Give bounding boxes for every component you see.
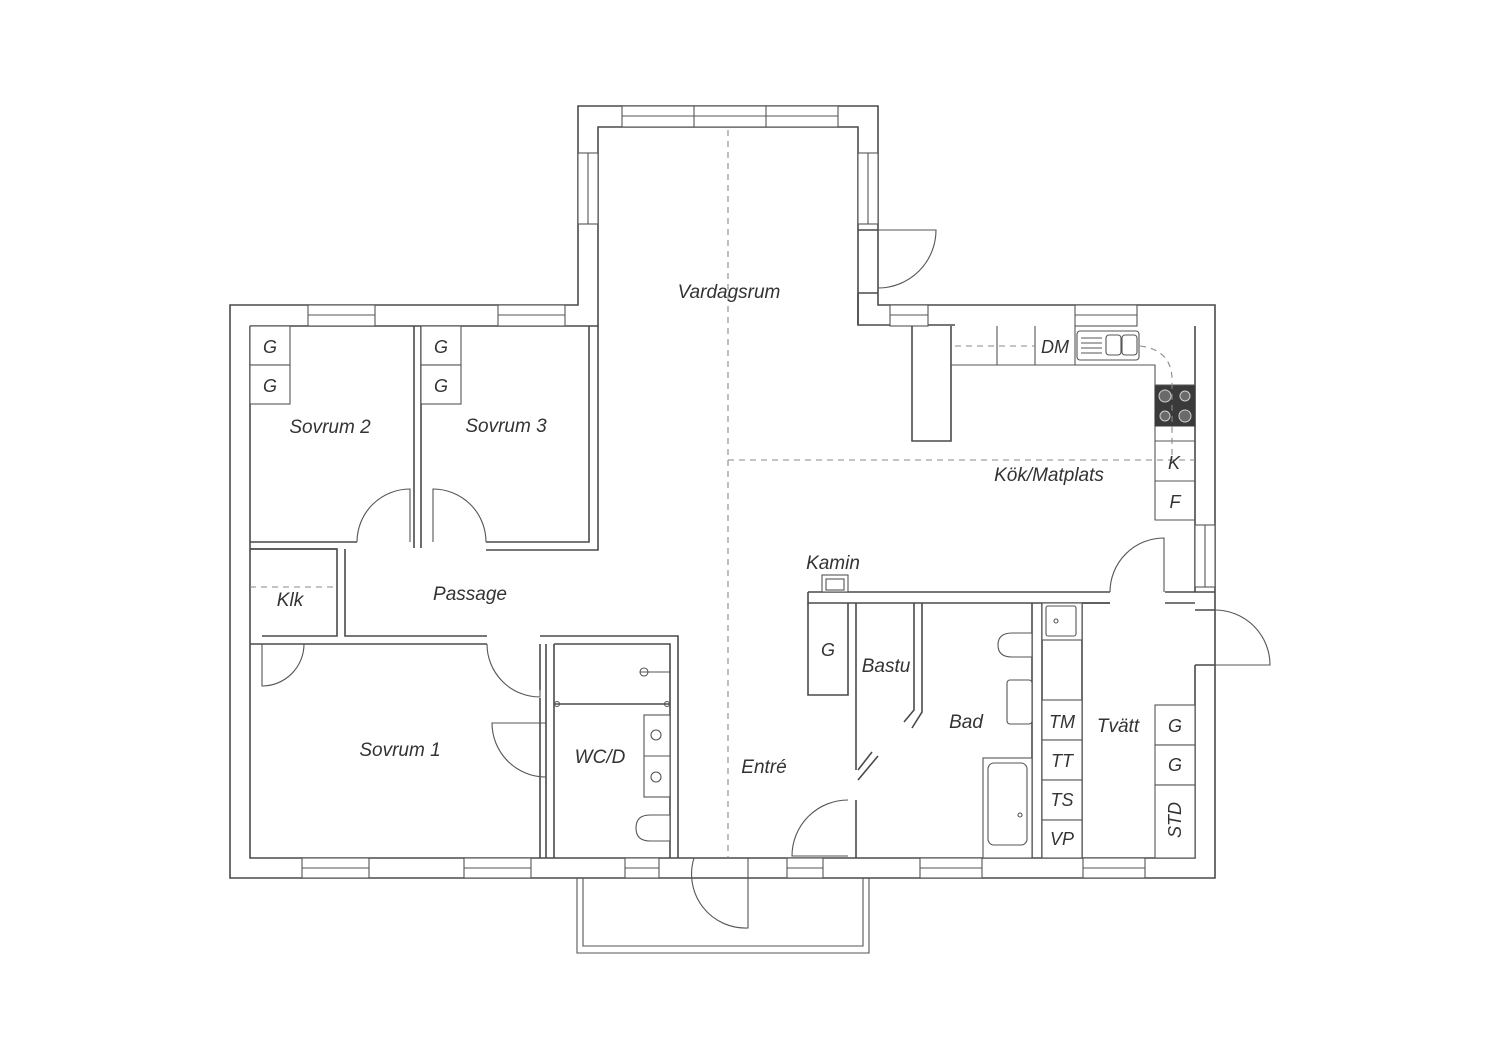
label-sovrum-1: Sovrum 1: [359, 740, 440, 761]
kamin-fireplace: [821, 574, 849, 593]
label-g-tvatt-b: G: [1168, 755, 1182, 775]
label-bad: Bad: [949, 712, 984, 733]
label-std: STD: [1165, 802, 1185, 838]
label-klk: Klk: [277, 590, 305, 611]
doors: [261, 229, 1271, 929]
label-vardagsrum: Vardagsrum: [678, 282, 781, 303]
label-tt: TT: [1051, 751, 1075, 771]
label-tm: TM: [1049, 712, 1075, 732]
bathroom-fixtures: [553, 632, 1033, 859]
room-labels: Vardagsrum Sovrum 2 Sovrum 3 Sovrum 1 Pa…: [277, 282, 1140, 778]
label-g-tvatt-a: G: [1168, 716, 1182, 736]
label-kok-matplats: Kök/Matplats: [994, 465, 1104, 486]
label-tvatt: Tvätt: [1097, 716, 1140, 737]
label-f: F: [1170, 492, 1182, 512]
label-bastu: Bastu: [862, 656, 911, 677]
label-sovrum-2: Sovrum 2: [289, 417, 371, 438]
label-g-sovrum3-b: G: [434, 376, 448, 396]
windows: [301, 105, 1216, 879]
label-g-sovrum3-a: G: [434, 337, 448, 357]
label-wc-d: WC/D: [575, 747, 626, 768]
label-g-sovrum2-a: G: [263, 337, 277, 357]
label-g-sovrum2-b: G: [263, 376, 277, 396]
kitchen-counters: [950, 326, 1196, 521]
label-kamin: Kamin: [806, 553, 860, 574]
label-entre: Entré: [741, 757, 786, 778]
label-vp: VP: [1050, 829, 1074, 849]
label-passage: Passage: [433, 584, 507, 605]
label-k: K: [1168, 453, 1181, 473]
entrance-porch: [576, 878, 870, 954]
label-sovrum-3: Sovrum 3: [465, 416, 547, 437]
label-dm: DM: [1041, 337, 1069, 357]
label-g-closet: G: [821, 640, 835, 660]
zone-lines: [250, 130, 1195, 858]
wardrobes: [249, 325, 1196, 859]
fixture-labels: G G G G G DM K F TM TT TS VP G G STD: [263, 337, 1185, 849]
laundry-appliances: [1041, 602, 1083, 859]
label-ts: TS: [1050, 790, 1073, 810]
